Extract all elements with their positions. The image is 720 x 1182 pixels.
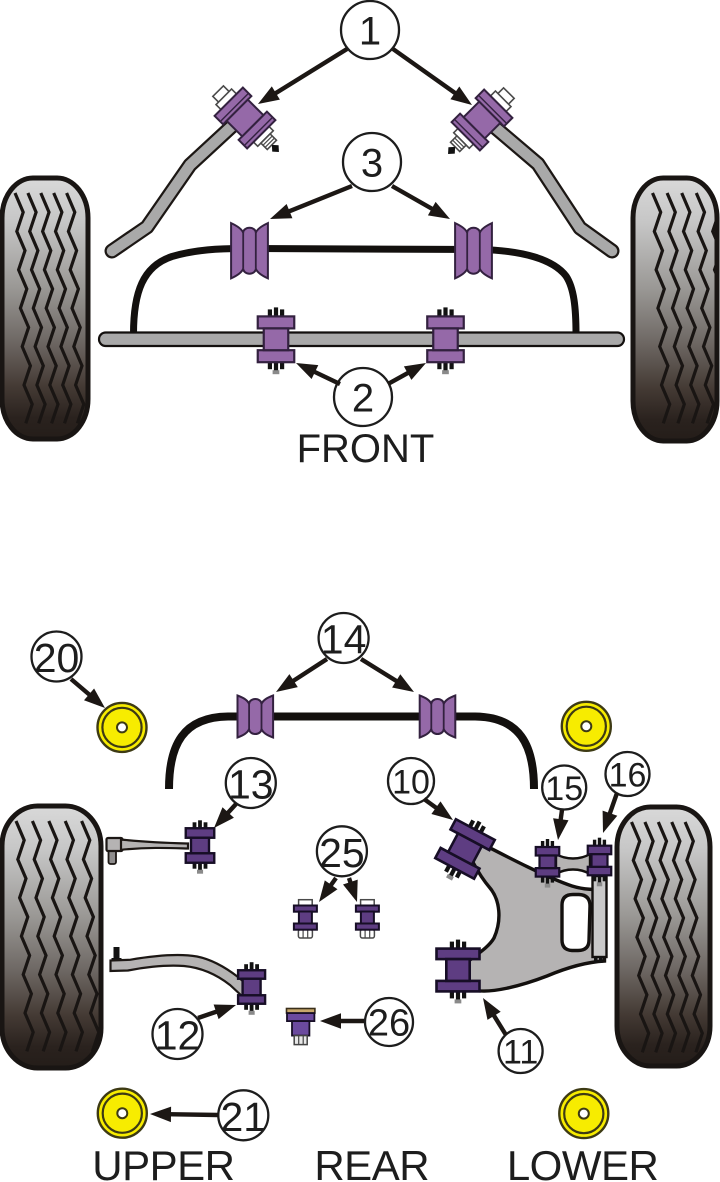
svg-text:REAR: REAR xyxy=(314,1142,429,1182)
svg-text:10: 10 xyxy=(392,763,430,801)
svg-text:UPPER: UPPER xyxy=(92,1142,234,1182)
svg-text:16: 16 xyxy=(609,756,647,794)
svg-text:11: 11 xyxy=(503,1033,538,1071)
svg-text:20: 20 xyxy=(34,635,80,681)
svg-text:13: 13 xyxy=(228,762,274,808)
svg-text:FRONT: FRONT xyxy=(297,427,435,471)
svg-text:14: 14 xyxy=(321,617,367,663)
svg-text:21: 21 xyxy=(220,1094,266,1140)
svg-text:26: 26 xyxy=(368,1003,410,1045)
svg-text:25: 25 xyxy=(319,830,365,876)
svg-text:1: 1 xyxy=(359,10,381,54)
svg-text:LOWER: LOWER xyxy=(507,1142,659,1182)
svg-text:12: 12 xyxy=(155,1013,201,1059)
svg-text:15: 15 xyxy=(545,770,583,808)
svg-text:2: 2 xyxy=(352,377,374,421)
svg-text:3: 3 xyxy=(361,142,383,186)
